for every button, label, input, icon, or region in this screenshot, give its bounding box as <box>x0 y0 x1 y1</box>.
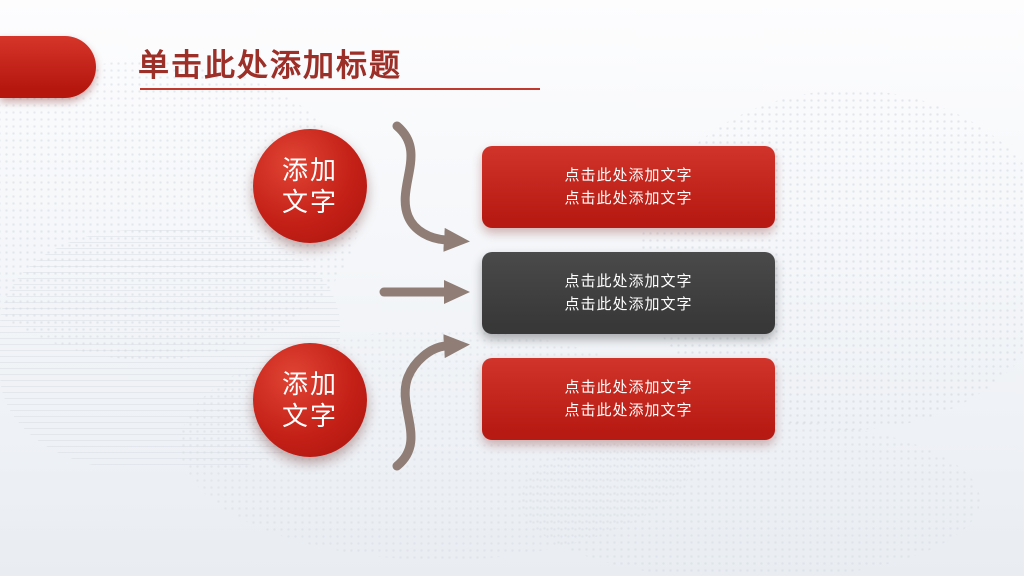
circle-text-line: 添加 <box>281 368 338 399</box>
text-box-line: 点击此处添加文字 <box>564 378 693 396</box>
header-ribbon-shape <box>0 36 96 98</box>
text-box-top[interactable]: 点击此处添加文字 点击此处添加文字 <box>482 146 775 228</box>
text-box-bottom[interactable]: 点击此处添加文字 点击此处添加文字 <box>482 358 775 440</box>
slide-title[interactable]: 单击此处添加标题 <box>138 48 402 83</box>
circle-placeholder-bottom[interactable]: 添加 文字 <box>253 343 367 457</box>
arrow-top-curve <box>392 121 470 252</box>
arrow-bottom-curve <box>392 334 470 471</box>
circle-text-line: 文字 <box>281 401 338 431</box>
map-texture-blob <box>520 420 980 576</box>
text-box-middle[interactable]: 点击此处添加文字 点击此处添加文字 <box>482 252 775 334</box>
circle-text-line: 文字 <box>281 187 338 217</box>
title-underline <box>140 88 540 90</box>
circle-text-line: 添加 <box>281 154 338 185</box>
text-box-line: 点击此处添加文字 <box>564 296 693 313</box>
text-box-line: 点击此处添加文字 <box>564 190 693 207</box>
circle-placeholder-top[interactable]: 添加 文字 <box>253 129 367 243</box>
text-box-line: 点击此处添加文字 <box>564 272 693 290</box>
text-box-line: 点击此处添加文字 <box>564 166 693 184</box>
text-box-line: 点击此处添加文字 <box>564 402 693 419</box>
